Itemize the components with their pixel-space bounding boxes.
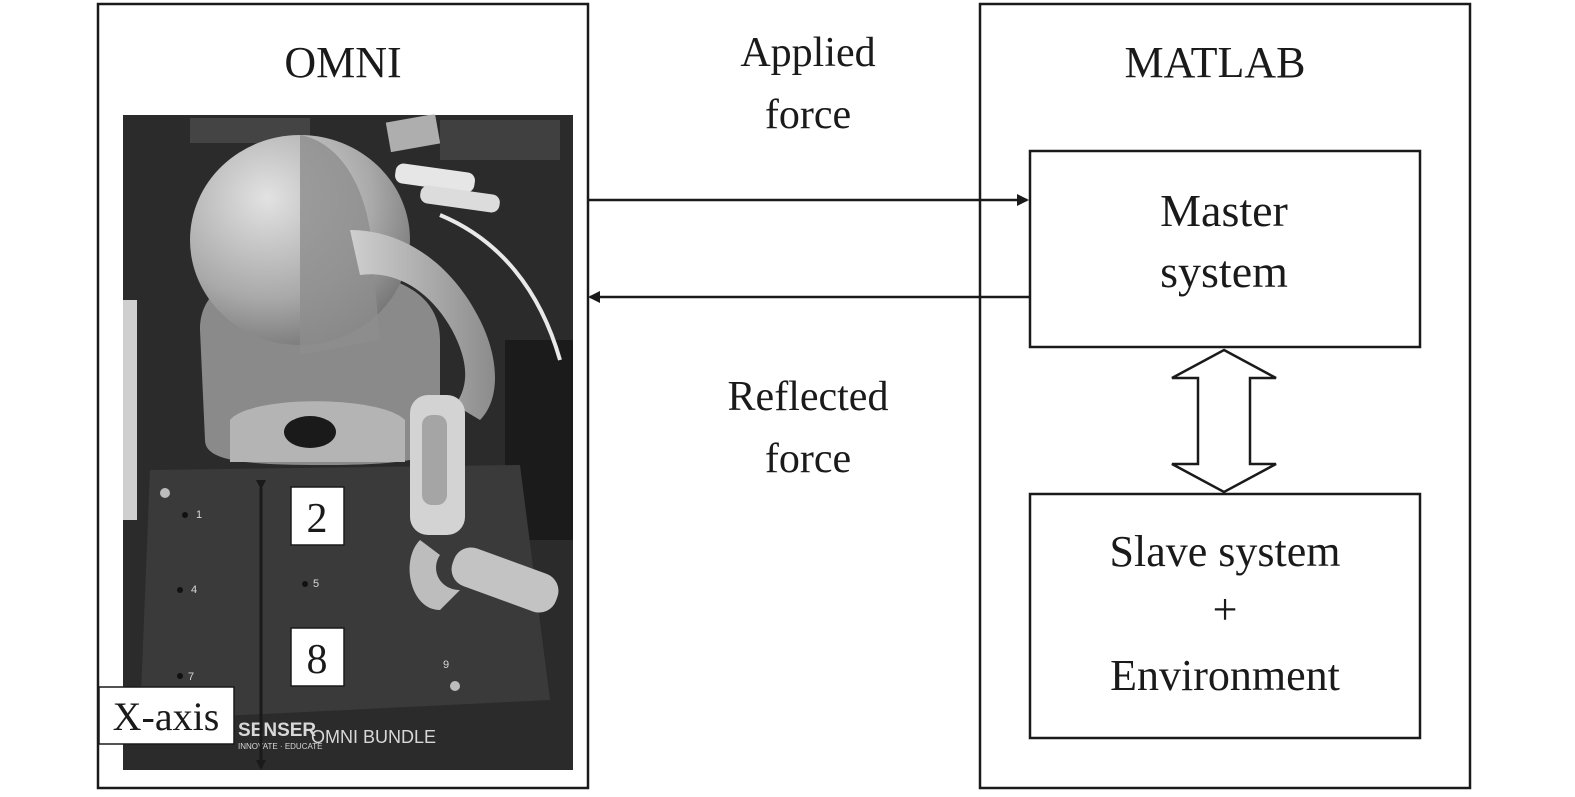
hole-number-9: 9 <box>443 659 449 671</box>
hole-number-4: 4 <box>191 584 197 596</box>
slave-system-line3: Environment <box>1110 651 1340 700</box>
marker-box-2: 2 <box>290 486 345 546</box>
marker-label-8: 8 <box>307 637 328 683</box>
omni-bundle-label: OMNI BUNDLE <box>311 727 436 747</box>
master-system-box <box>1028 149 1422 349</box>
device-brand-text: SENSER <box>238 720 316 741</box>
hole-number-7: 7 <box>188 671 194 683</box>
bidirectional-hollow-arrow <box>1171 348 1277 494</box>
device-tagline-text: INNOVATE · EDUCATE <box>238 742 322 751</box>
omni-box <box>96 2 590 790</box>
master-system-line2: system <box>1160 246 1288 297</box>
master-system-line1: Master <box>1160 185 1288 236</box>
matlab-box <box>978 2 1472 790</box>
marker-box-8: 8 <box>290 627 345 687</box>
slave-system-line2: + <box>1213 585 1238 634</box>
matlab-title: MATLAB <box>1125 38 1306 87</box>
applied-force-label-line1: Applied <box>740 30 875 76</box>
hole-number-1: 1 <box>196 509 202 521</box>
reflected-force-label-line1: Reflected <box>728 374 889 420</box>
x-axis-label-box: X-axis <box>98 686 235 745</box>
x-axis-label: X-axis <box>113 694 220 739</box>
reflected-force-label-line2: force <box>765 436 851 482</box>
slave-system-box <box>1028 492 1422 740</box>
slave-system-line1: Slave system <box>1110 527 1341 576</box>
applied-force-label-line2: force <box>765 92 851 138</box>
marker-label-2: 2 <box>307 496 328 542</box>
omni-device-photo: 1 4 5 7 9 SENSER INNOVATE · EDUCATE OMNI… <box>123 113 573 770</box>
omni-title: OMNI <box>284 38 401 87</box>
hole-number-5: 5 <box>313 578 319 590</box>
